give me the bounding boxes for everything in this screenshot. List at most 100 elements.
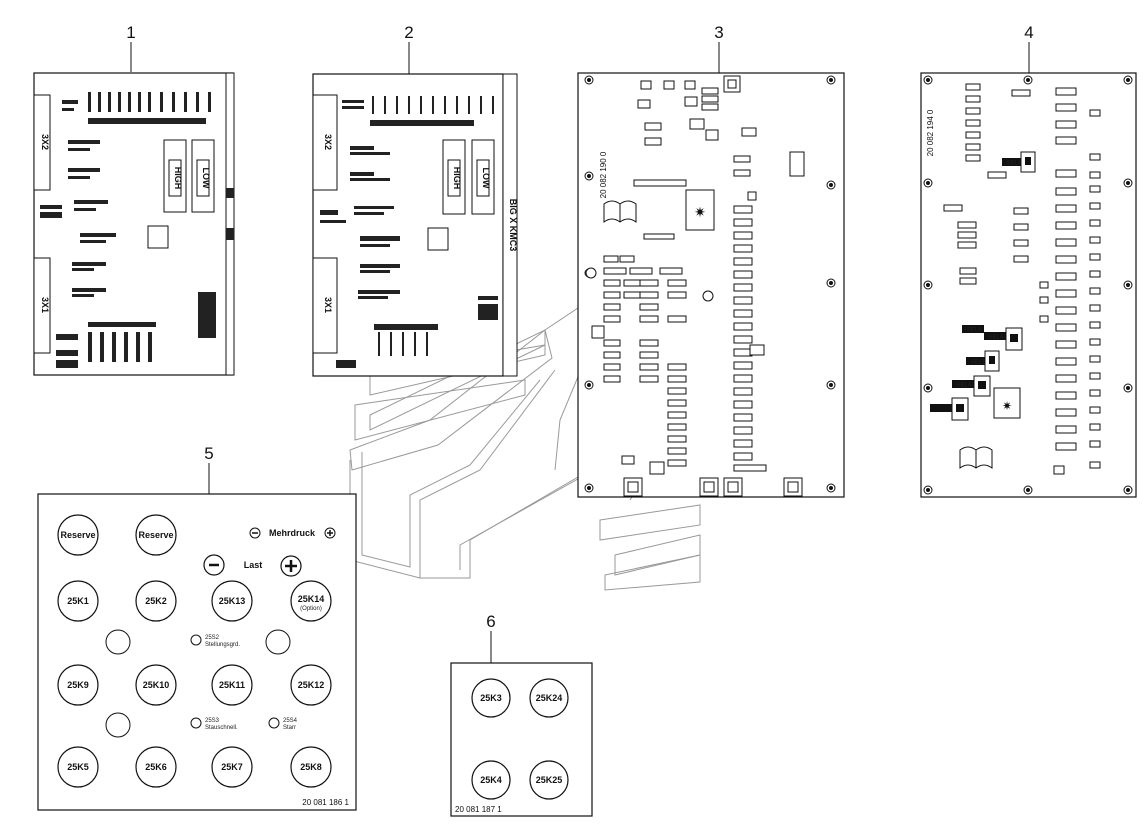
board3-bottom-connectors bbox=[623, 477, 803, 497]
panel6-part-number: 20 081 187 1 bbox=[455, 805, 502, 814]
board2-connector-top: 3X2 bbox=[312, 94, 338, 191]
board1-relay-right: LOW bbox=[191, 139, 215, 213]
pcb-board-2[interactable]: 3X2 3X1 HIGH LOW BIG X KMC3 bbox=[312, 73, 518, 377]
board1-text-blocks bbox=[40, 92, 234, 368]
board4-tags: -SEL4 -SEL4 -SEL4 -SEL1 -SEL4 bbox=[930, 151, 1036, 421]
last-label: Last bbox=[244, 560, 263, 570]
reserve-button-1[interactable]: Reserve bbox=[57, 514, 99, 556]
pcb-board-3[interactable]: 20 082 190 0 bbox=[577, 72, 845, 498]
callout-2-label: 2 bbox=[404, 23, 413, 42]
svg-text:-SEL1: -SEL1 bbox=[969, 360, 986, 366]
svg-text:Stauschnell.: Stauschnell. bbox=[205, 725, 238, 731]
svg-text:3X1: 3X1 bbox=[40, 297, 50, 313]
button-25K11[interactable]: 25K11 bbox=[211, 664, 253, 706]
svg-text:25K2: 25K2 bbox=[145, 596, 167, 606]
indicator-25S3: 25S3 Stauschnell. bbox=[190, 717, 238, 731]
control-panel-5[interactable]: Reserve Reserve Mehrdruck Last 25K1 bbox=[37, 493, 357, 811]
callout-2[interactable]: 2 bbox=[404, 23, 414, 74]
svg-text:Reserve: Reserve bbox=[138, 530, 173, 540]
button-25K3[interactable]: 25K3 bbox=[471, 678, 511, 718]
button-25K7[interactable]: 25K7 bbox=[211, 746, 253, 788]
callout-1[interactable]: 1 bbox=[126, 23, 136, 72]
svg-text:Stellungsgrd.: Stellungsgrd. bbox=[205, 642, 240, 648]
svg-text:Reserve: Reserve bbox=[60, 530, 95, 540]
button-25K5[interactable]: 25K5 bbox=[57, 746, 99, 788]
button-25K6[interactable]: 25K6 bbox=[135, 746, 177, 788]
button-25K12[interactable]: 25K12 bbox=[290, 664, 332, 706]
last-control[interactable]: Last bbox=[203, 554, 302, 577]
svg-text:3X2: 3X2 bbox=[323, 134, 333, 150]
svg-text:25S3: 25S3 bbox=[205, 718, 220, 724]
button-25K9[interactable]: 25K9 bbox=[57, 664, 99, 706]
button-25K25[interactable]: 25K25 bbox=[529, 760, 569, 800]
svg-text:Starr: Starr bbox=[283, 725, 296, 731]
board4-fuse-stack bbox=[965, 83, 1031, 162]
board3-label-strip bbox=[643, 233, 675, 240]
svg-text:3X1: 3X1 bbox=[323, 297, 333, 313]
callout-4[interactable]: 4 bbox=[1024, 23, 1034, 73]
svg-text:25K14: 25K14 bbox=[298, 594, 325, 604]
board4-mid-components bbox=[943, 171, 1049, 323]
svg-text:25K6: 25K6 bbox=[145, 762, 167, 772]
svg-text:✷: ✷ bbox=[694, 205, 706, 221]
board1-connector-top: 3X2 bbox=[33, 94, 51, 191]
button-25K2[interactable]: 25K2 bbox=[135, 580, 177, 622]
board2-text-blocks bbox=[320, 96, 498, 368]
svg-text:25K10: 25K10 bbox=[143, 680, 170, 690]
callout-3[interactable]: 3 bbox=[714, 23, 724, 73]
board2-side-label: BIG X KMC3 bbox=[508, 199, 518, 252]
callout-6-label: 6 bbox=[486, 612, 495, 631]
button-25K4[interactable]: 25K4 bbox=[471, 760, 511, 800]
button-25K24[interactable]: 25K24 bbox=[529, 678, 569, 718]
panel5-part-number: 20 081 186 1 bbox=[302, 798, 349, 807]
button-25K13[interactable]: 25K13 bbox=[211, 580, 253, 622]
svg-text:25K25: 25K25 bbox=[536, 775, 563, 785]
svg-text:HIGH: HIGH bbox=[173, 167, 183, 190]
svg-text:25K13: 25K13 bbox=[219, 596, 246, 606]
svg-text:-SEL4: -SEL4 bbox=[987, 335, 1004, 341]
button-25K14[interactable]: 25K14 (Option) bbox=[290, 580, 332, 622]
svg-text:25K4: 25K4 bbox=[480, 775, 502, 785]
svg-text:25K1: 25K1 bbox=[67, 596, 89, 606]
callout-6[interactable]: 6 bbox=[486, 612, 496, 663]
indicator-25S4: 25S4 Starr bbox=[268, 717, 298, 731]
svg-text:25K11: 25K11 bbox=[219, 680, 245, 690]
board1-relay-left: HIGH bbox=[163, 139, 187, 213]
callout-5[interactable]: 5 bbox=[204, 444, 214, 494]
board2-relay-left: HIGH bbox=[442, 139, 466, 215]
button-25K1[interactable]: 25K1 bbox=[57, 580, 99, 622]
board4-mount-holes bbox=[923, 75, 1133, 495]
svg-text:LOW: LOW bbox=[201, 168, 211, 189]
blank-indicator-3 bbox=[105, 712, 131, 738]
svg-text:-SEL4: -SEL4 bbox=[955, 383, 972, 389]
button-25K10[interactable]: 25K10 bbox=[135, 664, 177, 706]
svg-text:-SEL4: -SEL4 bbox=[965, 328, 982, 334]
pcb-board-1[interactable]: 3X2 3X1 HIGH LOW bbox=[33, 72, 235, 376]
callout-3-label: 3 bbox=[714, 23, 723, 42]
reserve-button-2[interactable]: Reserve bbox=[135, 514, 177, 556]
svg-text:(Option): (Option) bbox=[300, 606, 322, 612]
svg-text:✷: ✷ bbox=[1002, 399, 1012, 413]
indicator-25S2: 25S2 Stellungsgrd. bbox=[190, 634, 240, 648]
board1-fuse bbox=[147, 225, 169, 249]
board2-connector-bottom: 3X1 bbox=[312, 257, 338, 354]
svg-text:25K7: 25K7 bbox=[221, 762, 243, 772]
board3-fuse-grid bbox=[591, 191, 765, 475]
svg-text:3X2: 3X2 bbox=[40, 134, 50, 150]
callout-5-label: 5 bbox=[204, 444, 213, 463]
board3-top-connectors bbox=[637, 75, 805, 177]
blank-indicator-2 bbox=[265, 629, 291, 655]
svg-text:25K24: 25K24 bbox=[536, 693, 563, 703]
mehrdruck-label: Mehrdruck bbox=[269, 528, 316, 538]
pcb-board-4[interactable]: 20 082 194 0 bbox=[920, 72, 1137, 498]
callout-1-label: 1 bbox=[126, 23, 135, 42]
button-25K8[interactable]: 25K8 bbox=[290, 746, 332, 788]
board3-pot bbox=[702, 290, 714, 302]
svg-text:25K8: 25K8 bbox=[300, 762, 322, 772]
control-panel-6[interactable]: 25K3 25K24 25K4 25K25 20 081 187 1 bbox=[450, 662, 593, 817]
board3-part-number: 20 082 190 0 bbox=[599, 151, 608, 198]
svg-text:25K5: 25K5 bbox=[67, 762, 89, 772]
mehrdruck-control[interactable]: Mehrdruck bbox=[249, 527, 336, 539]
board3-fuse-column bbox=[733, 205, 767, 472]
board4-right-column bbox=[1053, 87, 1101, 475]
